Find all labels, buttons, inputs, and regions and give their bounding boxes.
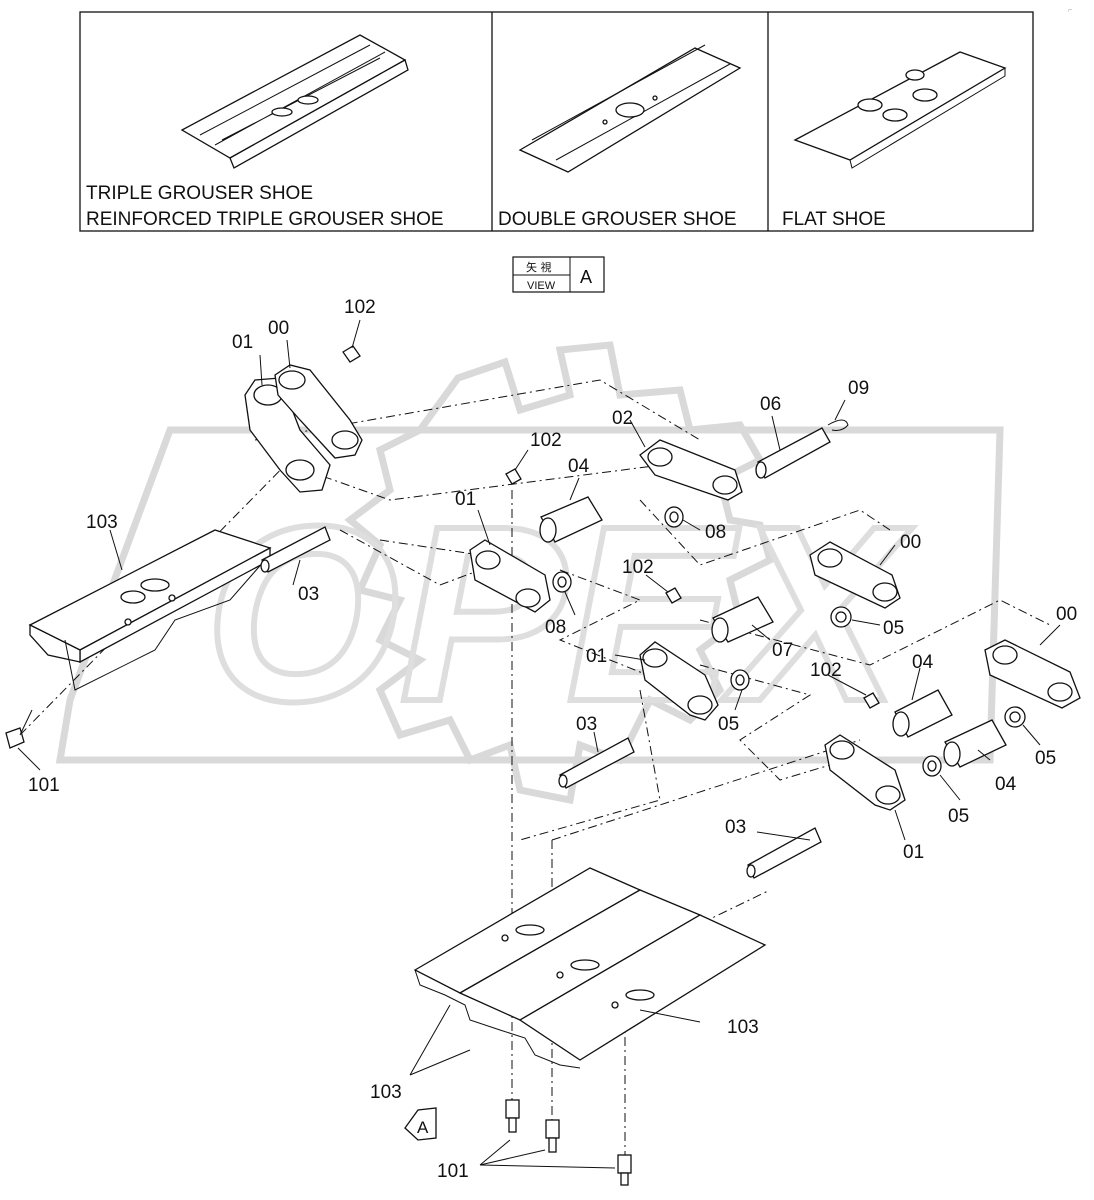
callout-09: 09 [848,378,869,399]
link-01-center [639,641,719,721]
callout-01: 01 [455,489,476,510]
callout-101: 101 [437,1161,469,1182]
callout-04: 04 [995,774,1017,795]
callout-04: 04 [912,652,934,673]
callout-03: 03 [298,584,319,605]
bushing-07 [711,596,774,643]
triple-grouser-shoe-illustration [180,34,409,169]
view-jp-label: 矢 視 [526,260,552,274]
link-00-mid [809,541,901,609]
reinforced-triple-grouser-label: REINFORCED TRIPLE GROUSER SHOE [86,209,444,230]
callout-05: 05 [883,618,904,639]
flat-shoe-label: FLAT SHOE [782,209,886,230]
link-02 [639,439,743,501]
track-shoe-group-bottom [413,867,767,1069]
link-01-right [824,734,906,811]
pin-06 [755,427,831,479]
pin-03-right [746,827,822,879]
callout-101: 101 [28,775,60,796]
callout-05: 05 [1035,748,1056,769]
link-top-left-00 [274,364,363,459]
callout-102: 102 [810,660,842,681]
view-arrow-letter: A [417,1118,429,1137]
view-letter: A [580,267,592,287]
link-top-left-01 [244,377,331,493]
link-00-right [984,639,1081,709]
callout-06: 06 [760,394,781,415]
seals [552,506,1026,777]
callout-103: 103 [86,512,118,533]
callout-103: 103 [370,1082,402,1103]
callout-08: 08 [705,522,726,543]
nuts-102 [342,345,880,709]
callout-00: 00 [900,532,921,553]
view-label: VIEW [527,280,556,292]
callout-103: 103 [727,1017,759,1038]
double-grouser-shoe-illustration [518,44,742,173]
pin-03-left [260,526,331,573]
callout-03: 03 [725,817,746,838]
callout-04: 04 [568,456,590,477]
callout-102: 102 [530,430,562,451]
callout-00: 00 [1056,604,1077,625]
callout-01: 01 [903,842,924,863]
callout-01: 01 [232,332,253,353]
callout-102: 102 [622,557,654,578]
bushing-04-right-upper [892,689,953,738]
callout-07: 07 [772,640,793,661]
bolts-101 [5,709,632,1186]
callout-labels: 01 00 102 102 04 02 06 09 01 08 00 103 0… [28,297,1077,1182]
pin-03-center [558,737,635,789]
bushing-04-upper [539,496,603,543]
leader-lines [17,319,1061,1169]
link-01-mid [469,539,551,613]
callout-102: 102 [344,297,376,318]
callout-01: 01 [586,646,607,667]
callout-02: 02 [612,408,633,429]
callout-08: 08 [545,617,566,638]
callout-00: 00 [268,318,289,339]
callout-05: 05 [948,806,969,827]
flat-shoe-illustration [793,51,1007,169]
double-grouser-label: DOUBLE GROUSER SHOE [498,209,737,230]
cotter-pin-09 [827,419,849,431]
triple-grouser-label: TRIPLE GROUSER SHOE [86,183,313,204]
callout-03: 03 [576,714,597,735]
corner-mark: ⌐ [1068,7,1072,14]
shoe-type-table: TRIPLE GROUSER SHOE REINFORCED TRIPLE GR… [79,11,1034,232]
bushing-04-right-lower [943,719,1007,768]
callout-05: 05 [718,714,739,735]
view-a-arrow: A [404,1107,437,1141]
view-a-tag: 矢 視 VIEW A [512,256,605,293]
